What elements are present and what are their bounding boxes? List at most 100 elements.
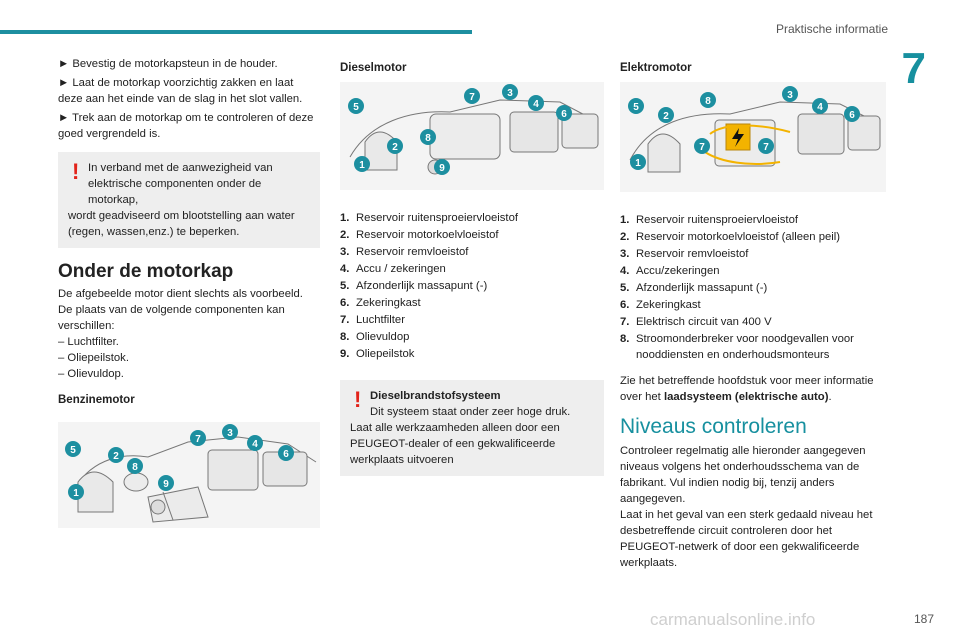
electric-component-list: 1.Reservoir ruitensproeiervloeistof 2.Re… — [620, 212, 886, 363]
watermark: carmanualsonline.info — [650, 610, 816, 629]
svg-text:7: 7 — [699, 142, 705, 153]
badge-4: 4 — [247, 435, 263, 451]
svg-text:1: 1 — [359, 160, 365, 171]
levels-paragraph-2: Laat in het geval van een sterk gedaald … — [620, 509, 873, 569]
subheading-petrol: Benzinemotor — [58, 394, 135, 406]
badge-1: 1 — [354, 156, 370, 172]
column-2: Dieselmotor 5 2 1 8 9 7 3 4 6 — [340, 56, 604, 492]
warning-box-diesel: ! Dieselbrandstofsysteem Dit systeem sta… — [340, 380, 604, 476]
intro-text-1: De afgebeelde motor dient slechts als vo… — [58, 288, 303, 300]
badge-7: 7 — [694, 138, 710, 154]
subheading-electric: Elektromotor — [620, 62, 692, 74]
badge-1: 1 — [68, 484, 84, 500]
warning-text-2: wordt geadviseerd om blootstelling aan w… — [68, 210, 295, 238]
levels-paragraph-1: Controleer regelmatig alle hieronder aan… — [620, 445, 866, 505]
list-item: – Olievuldop. — [58, 368, 124, 380]
svg-text:6: 6 — [849, 110, 855, 121]
svg-text:9: 9 — [163, 479, 169, 490]
badge-9: 9 — [158, 475, 174, 491]
badge-6: 6 — [844, 106, 860, 122]
badge-8: 8 — [420, 129, 436, 145]
list-item: 5.Afzonderlijk massapunt (-) — [340, 280, 488, 292]
section-heading-levels: Niveaus controleren — [620, 415, 807, 438]
badge-5: 5 — [348, 98, 364, 114]
header-accent-bar — [0, 30, 472, 34]
badge-7: 7 — [464, 88, 480, 104]
svg-text:1: 1 — [635, 158, 641, 169]
column-3: Elektromotor 5 2 1 8 — [620, 56, 886, 571]
list-item: 3.Reservoir remvloeistof — [620, 248, 749, 260]
badge-7: 7 — [190, 430, 206, 446]
diesel-engine-image: 5 2 1 8 9 7 3 4 6 — [340, 82, 604, 190]
badge-6: 6 — [556, 105, 572, 121]
petrol-engine-image: 5 2 1 8 9 7 3 4 6 — [58, 422, 320, 528]
list-item: 3.Reservoir remvloeistof — [340, 246, 469, 258]
badge-7: 7 — [758, 138, 774, 154]
badge-2: 2 — [658, 107, 674, 123]
list-item: 7.Luchtfilter — [340, 314, 405, 326]
list-item: 6.Zekeringkast — [340, 297, 421, 309]
badge-9: 9 — [434, 159, 450, 175]
svg-text:2: 2 — [392, 142, 398, 153]
list-item: 8.Stroomonderbreker voor noodgevallen vo… — [620, 333, 854, 361]
svg-text:8: 8 — [425, 133, 431, 144]
svg-text:4: 4 — [817, 102, 823, 113]
svg-text:3: 3 — [787, 90, 793, 101]
badge-6: 6 — [278, 445, 294, 461]
petrol-badges: 5 2 1 8 9 7 3 4 6 — [65, 424, 294, 500]
badge-2: 2 — [108, 447, 124, 463]
subheading-diesel: Dieselmotor — [340, 62, 407, 74]
svg-text:6: 6 — [561, 109, 567, 120]
svg-text:7: 7 — [469, 92, 475, 103]
list-item: 9.Oliepeilstok — [340, 348, 415, 360]
list-item: – Oliepeilstok. — [58, 352, 129, 364]
svg-text:4: 4 — [533, 99, 539, 110]
electric-motor-image: 5 2 1 8 7 7 3 4 6 — [620, 82, 886, 192]
warning-icon: ! — [354, 387, 362, 412]
badge-5: 5 — [65, 441, 81, 457]
badge-3: 3 — [782, 86, 798, 102]
list-item: 5.Afzonderlijk massapunt (-) — [620, 282, 768, 294]
svg-text:5: 5 — [353, 102, 359, 113]
svg-text:8: 8 — [132, 462, 138, 473]
svg-text:9: 9 — [439, 163, 445, 174]
svg-text:3: 3 — [227, 428, 233, 439]
list-item: 1.Reservoir ruitensproeiervloeistof — [340, 212, 518, 224]
list-item: 4.Accu / zekeringen — [340, 263, 446, 275]
warning-icon: ! — [72, 159, 80, 184]
svg-text:5: 5 — [70, 445, 76, 456]
page-number: 187 — [913, 612, 934, 626]
list-item: 2.Reservoir motorkoelvloeistof (alleen p… — [620, 231, 841, 243]
svg-text:2: 2 — [113, 451, 119, 462]
list-item: – Luchtfilter. — [58, 336, 119, 348]
svg-text:2: 2 — [663, 111, 669, 122]
reference-link-text: laadsysteem (elektrische auto) — [663, 391, 829, 403]
section-heading: Onder de motorkap — [58, 261, 234, 282]
warning-text-1: In verband met de aanwezigheid van elekt… — [88, 162, 273, 206]
diesel-component-list: 1.Reservoir ruitensproeiervloeistof 2.Re… — [340, 210, 604, 362]
badge-3: 3 — [502, 84, 518, 100]
reference-text: Zie het betreffende hoofdstuk voor meer … — [620, 375, 874, 403]
svg-text:7: 7 — [763, 142, 769, 153]
diesel-badges: 5 2 1 8 9 7 3 4 6 — [348, 84, 572, 175]
badge-5: 5 — [628, 98, 644, 114]
svg-text:7: 7 — [195, 434, 201, 445]
badge-8: 8 — [127, 458, 143, 474]
badge-4: 4 — [812, 98, 828, 114]
step-1: ► Bevestig de motorkapsteun in de houder… — [58, 58, 278, 70]
list-item: 7.Elektrisch circuit van 400 V — [620, 316, 772, 328]
warning-text-1: Dit systeem staat onder zeer hoge druk. — [370, 406, 571, 418]
warning-box-water: ! In verband met de aanwezigheid van ele… — [58, 152, 320, 248]
step-3: ► Trek aan de motorkap om te controleren… — [58, 112, 314, 140]
svg-text:4: 4 — [252, 439, 258, 450]
warning-text-2: Laat alle werkzaamheden alleen door een … — [350, 422, 560, 466]
svg-text:3: 3 — [507, 88, 513, 99]
list-item: 8.Olievuldop — [340, 331, 410, 343]
badge-1: 1 — [630, 154, 646, 170]
list-item: 2.Reservoir motorkoelvloeistof — [340, 229, 499, 241]
chapter-number: 7 — [901, 44, 926, 93]
badge-8: 8 — [700, 92, 716, 108]
svg-text:5: 5 — [633, 102, 639, 113]
list-item: 1.Reservoir ruitensproeiervloeistof — [620, 214, 798, 226]
high-voltage-icon — [725, 123, 751, 151]
